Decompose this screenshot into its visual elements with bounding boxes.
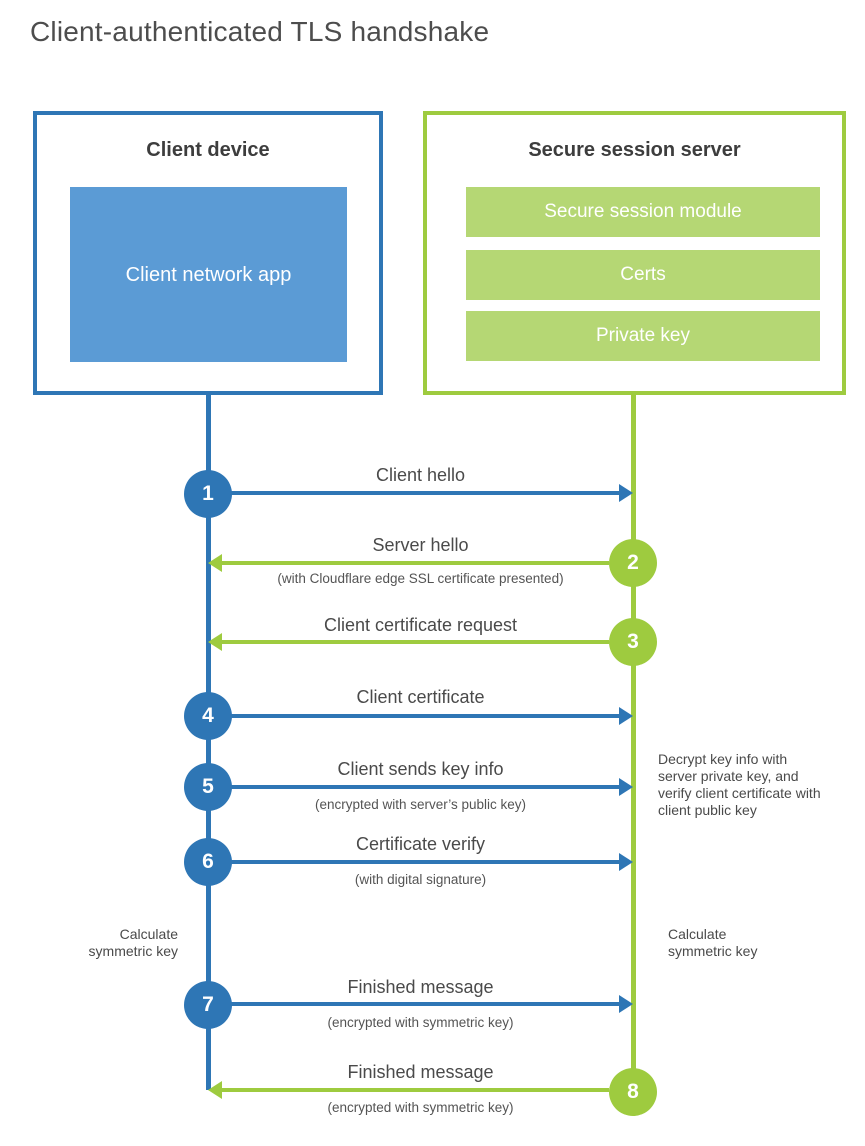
step-arrow-7 [230, 995, 633, 1013]
step-circle-7: 7 [184, 981, 232, 1029]
step-label-1: Client hello [375, 465, 466, 485]
step-circle-1: 1 [184, 470, 232, 518]
step-label-7: Finished message [347, 977, 494, 997]
client-device-title: Client device [146, 139, 270, 161]
step-circle-6: 6 [184, 838, 232, 886]
server-lifeline [631, 394, 636, 1094]
step-circle-8: 8 [609, 1068, 657, 1116]
server-module-bar-private-key: Private key [466, 311, 820, 361]
step-label-5: Client sends key info [337, 759, 504, 779]
note-calculate-symmetric-key-right: Calculate symmetric key [668, 926, 758, 959]
step-arrow-2 [208, 554, 609, 572]
step-sublabel-5: (encrypted with server’s public key) [314, 797, 527, 812]
step-arrow-8 [208, 1081, 609, 1099]
note-calculate-symmetric-key-left: Calculate symmetric key [88, 926, 178, 959]
server-title: Secure session server [528, 139, 741, 161]
step-label-6: Certificate verify [355, 834, 486, 854]
server-module-bar-certs: Certs [466, 250, 820, 300]
step-sublabel-2: (with Cloudflare edge SSL certificate pr… [277, 571, 564, 586]
step-circle-2: 2 [609, 539, 657, 587]
step-sublabel-8: (encrypted with symmetric key) [327, 1100, 514, 1115]
step-label-2: Server hello [372, 535, 469, 555]
client-network-app-label: Client network app [125, 263, 292, 286]
step-circle-4: 4 [184, 692, 232, 740]
step-label-8: Finished message [347, 1062, 494, 1082]
server-module-bar-secure-session-module: Secure session module [466, 187, 820, 237]
step-label-4: Client certificate [356, 687, 485, 707]
note-decrypt-key-info: Decrypt key info with server private key… [658, 751, 821, 818]
client-lifeline [206, 394, 211, 1090]
step-arrow-4 [230, 707, 633, 725]
step-sublabel-6: (with digital signature) [354, 872, 487, 887]
step-arrow-6 [230, 853, 633, 871]
step-arrow-5 [230, 778, 633, 796]
step-label-3: Client certificate request [323, 615, 518, 635]
page-title: Client-authenticated TLS handshake [30, 16, 490, 47]
step-sublabel-7: (encrypted with symmetric key) [327, 1015, 514, 1030]
step-arrow-3 [208, 633, 609, 651]
step-circle-5: 5 [184, 763, 232, 811]
client-network-app-box: Client network app [70, 187, 347, 362]
step-arrow-1 [230, 484, 633, 502]
step-circle-3: 3 [609, 618, 657, 666]
